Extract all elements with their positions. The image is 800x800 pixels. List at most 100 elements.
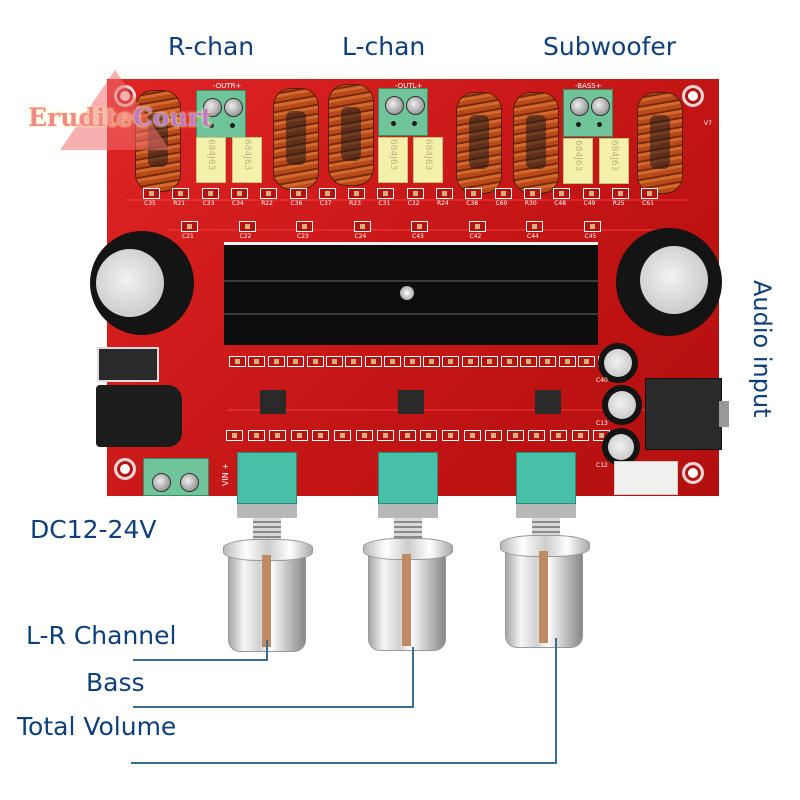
potentiometer-bass (378, 452, 438, 552)
electrolytic-capacitor-small (598, 343, 638, 383)
smd-component (143, 188, 160, 199)
r-chan-label: R-chan (168, 32, 255, 61)
op-amp-chip (398, 390, 424, 414)
ecap-label: C13 (596, 420, 608, 427)
leader-line-bass (412, 647, 414, 707)
output-terminal-sub[interactable] (563, 89, 613, 137)
potentiometer-lr-channel (237, 452, 297, 552)
leader-line-volume (131, 762, 557, 764)
screw-icon (180, 473, 199, 492)
watermark: EruditeCourt (28, 103, 212, 132)
smd-label: C61 (642, 200, 654, 207)
smd-label: C60 (495, 200, 508, 207)
smd-component (465, 188, 483, 199)
smd-label: C42 (469, 233, 482, 240)
smd-component (230, 188, 248, 199)
terminal-mark-r: -OUTR+ (213, 82, 242, 90)
smd-component (353, 221, 371, 232)
ecap-label: C12 (596, 462, 608, 469)
film-capacitor: 684J63 (599, 138, 629, 184)
smd-component (355, 430, 373, 441)
vin-mark: VIN + (221, 462, 231, 487)
smd-label: C31 (378, 200, 391, 207)
smd-component (423, 356, 440, 367)
smd-label: C24 (354, 233, 367, 240)
subwoofer-label: Subwoofer (543, 32, 677, 61)
smd-component (523, 188, 541, 199)
output-terminal-r[interactable] (196, 90, 246, 138)
smd-component (348, 188, 366, 199)
inductor-coil (328, 84, 374, 186)
smd-component (247, 430, 265, 441)
smd-label: R30 (524, 200, 537, 207)
heatsink-screw-icon (400, 286, 414, 300)
smd-component (539, 356, 557, 367)
smd-label: R23 (349, 200, 361, 207)
smd-label: C45 (584, 233, 597, 240)
mount-hole (682, 462, 704, 484)
power-input-terminal[interactable] (143, 458, 209, 496)
smd-label: C23 (297, 233, 309, 240)
smd-component (420, 430, 438, 441)
smd-label: C22 (239, 233, 252, 240)
screw-icon (406, 96, 425, 115)
smd-component (406, 188, 424, 199)
mount-hole (114, 458, 136, 480)
smd-component (528, 430, 546, 441)
pin-header-connector[interactable] (614, 461, 678, 495)
smd-component (384, 356, 402, 367)
op-amp-chip (260, 390, 286, 414)
film-capacitor: 684J63 (232, 137, 262, 183)
inductor-coil (513, 92, 559, 194)
smd-component (226, 430, 243, 441)
output-terminal-l[interactable] (378, 88, 428, 136)
smd-component (611, 188, 629, 199)
smd-component (553, 188, 571, 199)
dc-power-jack[interactable] (96, 385, 182, 447)
ecap-label: C40 (596, 377, 608, 384)
smd-component (287, 356, 305, 367)
smd-component (442, 430, 459, 441)
smd-component (364, 356, 382, 367)
smd-label: C36 (290, 200, 303, 207)
smd-component (442, 356, 460, 367)
smd-label: C44 (527, 233, 539, 240)
smd-label: R22 (261, 200, 273, 207)
smd-component (312, 430, 330, 441)
smd-component (345, 356, 363, 367)
smd-component (641, 188, 659, 199)
lr-channel-knob[interactable] (223, 539, 313, 652)
smd-label: C33 (202, 200, 215, 207)
smd-component (326, 356, 343, 367)
smd-component (377, 188, 395, 199)
smd-component (181, 221, 198, 232)
smd-component (461, 356, 479, 367)
leader-line-bass (133, 706, 414, 708)
smd-component (172, 188, 190, 199)
smd-component (334, 430, 351, 441)
audio-input-jack[interactable] (645, 378, 729, 450)
smd-component (260, 188, 278, 199)
smd-component (526, 221, 543, 232)
total-volume-knob[interactable] (500, 535, 590, 648)
smd-component (229, 356, 246, 367)
smd-component (550, 430, 567, 441)
smd-component (571, 430, 589, 441)
smd-label: C38 (466, 200, 479, 207)
smd-component (296, 221, 313, 232)
screw-icon (570, 97, 589, 116)
inductor-coil (456, 92, 502, 194)
terminal-mark-l: -OUTL+ (395, 82, 423, 90)
watermark-part1: Erudite (28, 103, 133, 132)
mount-hole (682, 85, 704, 107)
lr-channel-label: L-R Channel (26, 621, 177, 650)
smd-component (481, 356, 499, 367)
potentiometer-total-volume (516, 452, 576, 552)
bass-knob[interactable] (363, 538, 453, 651)
smd-component (318, 188, 336, 199)
smd-component (306, 356, 324, 367)
electrolytic-capacitor-large (616, 228, 722, 336)
smd-component (494, 188, 512, 199)
smd-component (248, 356, 266, 367)
op-amp-chip (535, 390, 561, 414)
